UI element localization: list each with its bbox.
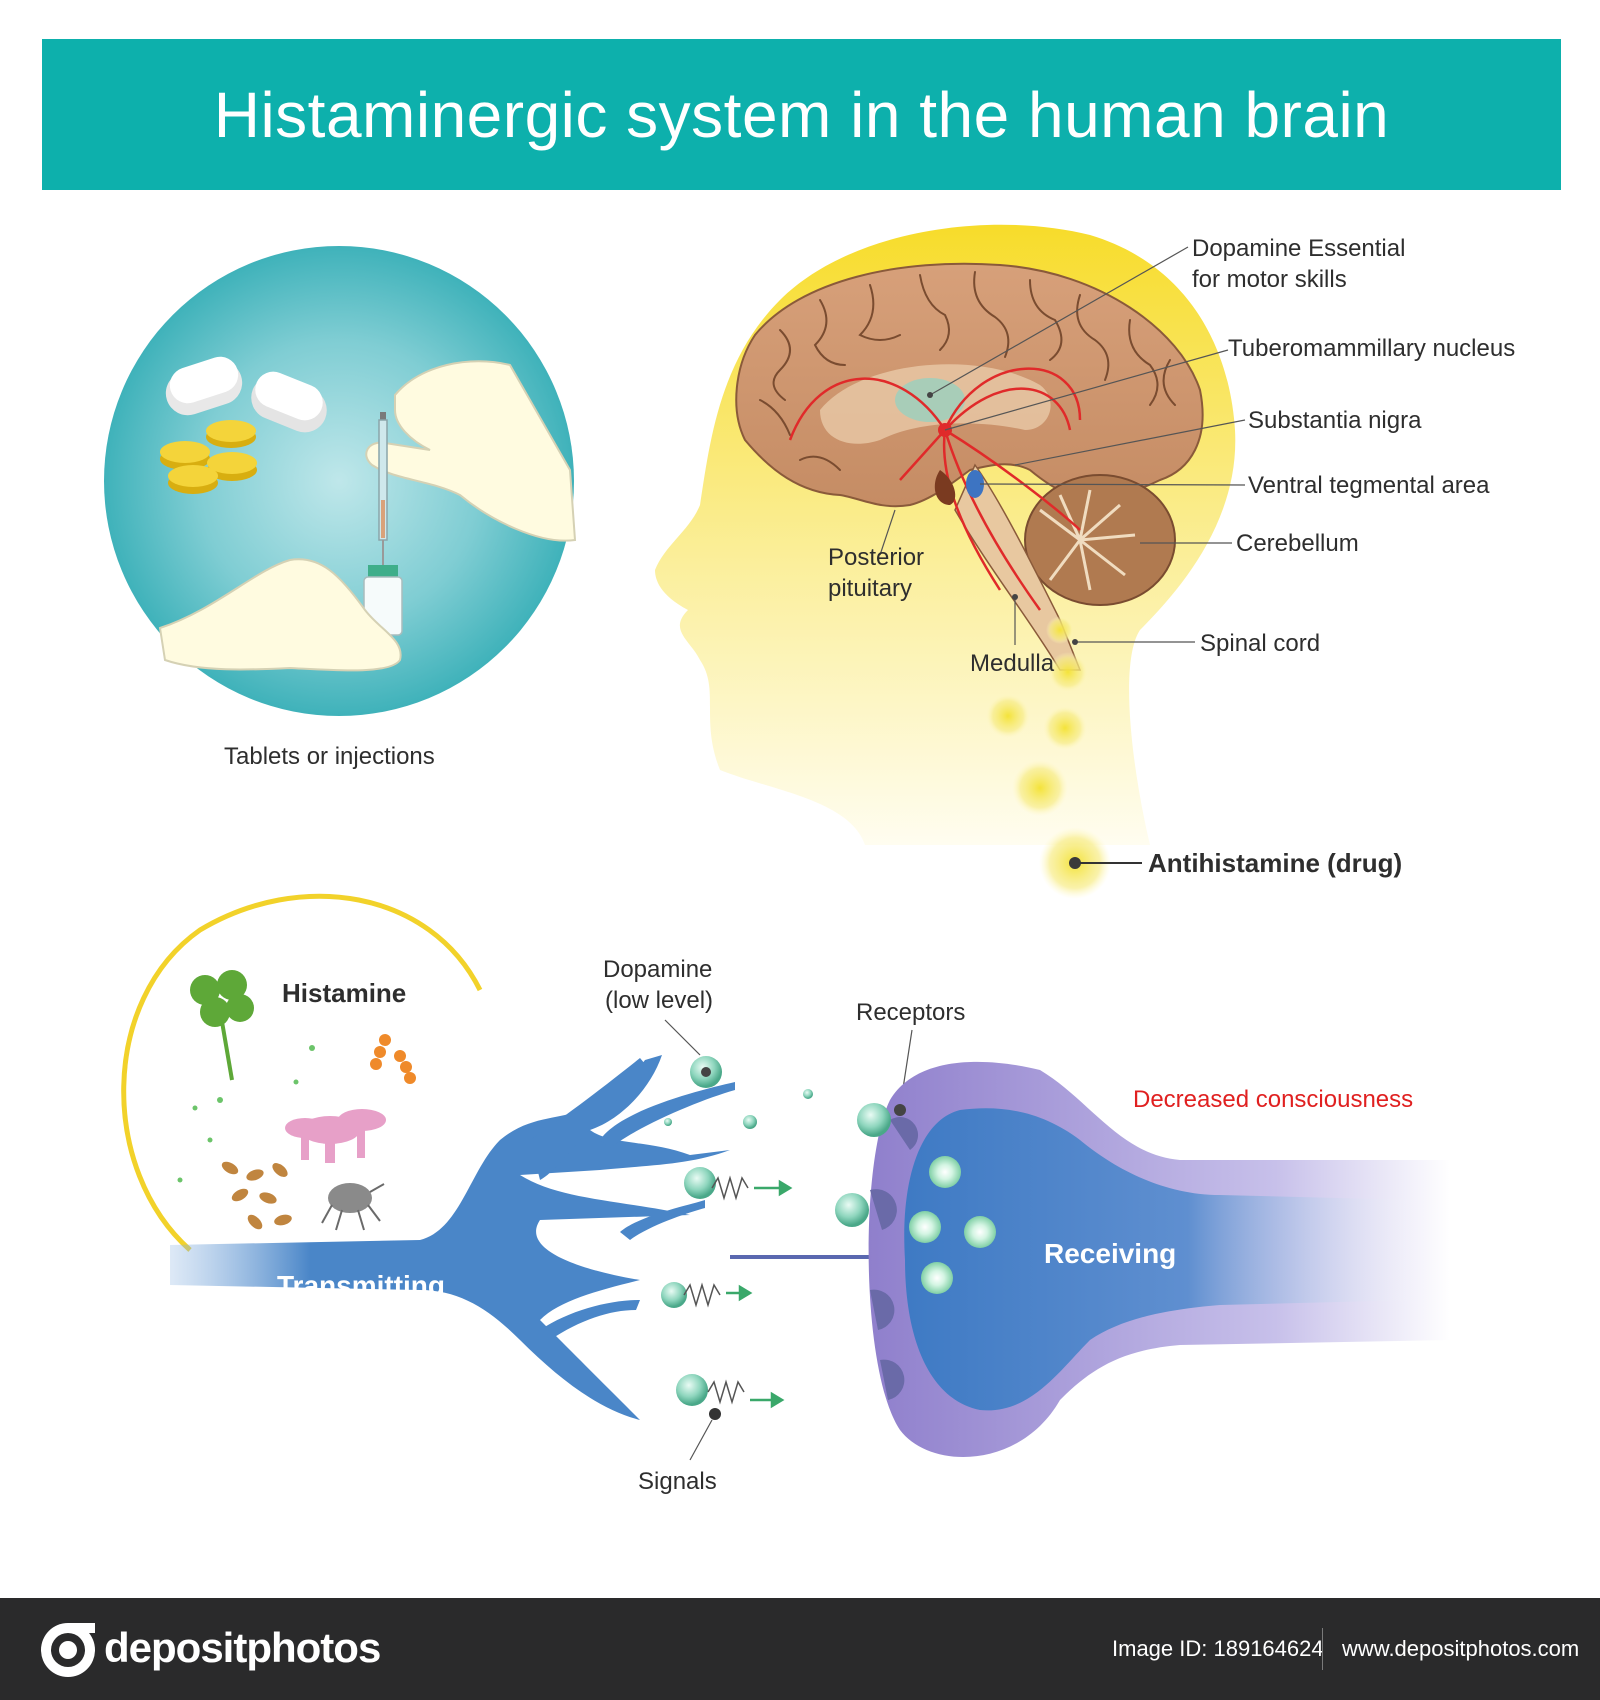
medulla-label: Medulla [970,650,1055,677]
cerebellum-label: Cerebellum [1236,530,1359,557]
ventral-tegmental-dot [966,470,984,498]
dendrite-branch [530,1058,650,1180]
brain-folds [759,271,1176,471]
syringe-icon [378,412,388,565]
dendrite-branch [620,1200,705,1240]
image-id-text: Image ID: 189164624 [1112,1636,1324,1661]
substantia-nigra-label: Substantia nigra [1248,407,1422,434]
title-banner: Histaminergic system in the human brain [42,39,1561,190]
dopamine-essential-label-line1: Dopamine Essential [1192,235,1406,262]
posterior-pituitary-label-line2: pituitary [828,575,913,602]
spinal-cord-label: Spinal cord [1200,630,1321,657]
clover-icon [190,970,254,1081]
dopamine-essential-label-line2: for motor skills [1192,266,1347,293]
leader-lines [879,246,1246,645]
dendrite-branch [600,1082,735,1148]
receiving-neuron [835,1061,1450,1458]
signal-arrows [726,1179,793,1409]
footer-bar: depositphotos Image ID: 189164624 www.de… [0,1598,1600,1700]
cerebellum-shape [1024,474,1176,606]
ventral-tegmental-label: Ventral tegmental area [1248,472,1490,499]
bacteria-icon [370,1034,416,1084]
tablets-injection-scene [104,246,577,716]
head-brain-scene [655,224,1246,899]
right-hand [365,360,577,542]
histamine-arc [121,893,483,1252]
antihistamine-marker [1069,857,1081,869]
tablets-label: Tablets or injections [224,743,435,770]
pituitary-shape [934,470,956,505]
receptor-icons [835,1103,919,1400]
transmitting-neuron [170,1055,735,1420]
page-title: Histaminergic system in the human brain [213,78,1390,151]
depositphotos-logo-text[interactable]: depositphotos [104,1624,381,1671]
neuron-body [170,1055,730,1420]
signal-particles [661,1019,913,1461]
antihistamine-particles [986,616,1111,899]
histamine-label: Histamine [282,978,407,1008]
spore-dots [177,1045,315,1183]
footer-divider [1322,1628,1323,1670]
pathway-arrows [788,367,1082,611]
signal-waves [683,1175,749,1405]
signal-marker [709,1408,721,1420]
receiving-label: Receiving [1044,1238,1177,1269]
depositphotos-logo-icon [41,1623,95,1677]
leader-dots [927,392,1078,645]
dopamine-label-line2: (low level) [605,987,714,1014]
receptors-label: Receptors [856,999,966,1026]
seeds-icon [221,1161,292,1230]
antihistamine-label: Antihistamine (drug) [1148,848,1403,878]
dust-mite-icon [321,1183,385,1231]
vesicle-icons [909,1156,996,1294]
signals-label: Signals [638,1468,717,1495]
illustration-canvas [104,224,1450,1461]
capsule-icon [165,356,243,416]
footer-url-link[interactable]: www.depositphotos.com [1342,1636,1580,1661]
transmitting-label: Transmitting [277,1270,446,1301]
capsule-icon [251,371,327,433]
mushroom-icon [285,1109,386,1163]
dendrite-branch [540,1300,640,1340]
tuberomammillary-label: Tuberomammillary nucleus [1228,335,1516,362]
dopamine-label-line1: Dopamine [603,956,713,983]
left-hand [158,558,402,672]
tablet-icon [160,420,257,494]
histamine-sources [121,893,483,1252]
receiver-interior [904,1108,1420,1411]
thalamus-glow [895,378,965,422]
decreased-consciousness-label: Decreased consciousness [1133,1086,1414,1113]
posterior-pituitary-label-line1: Posterior [828,544,925,571]
